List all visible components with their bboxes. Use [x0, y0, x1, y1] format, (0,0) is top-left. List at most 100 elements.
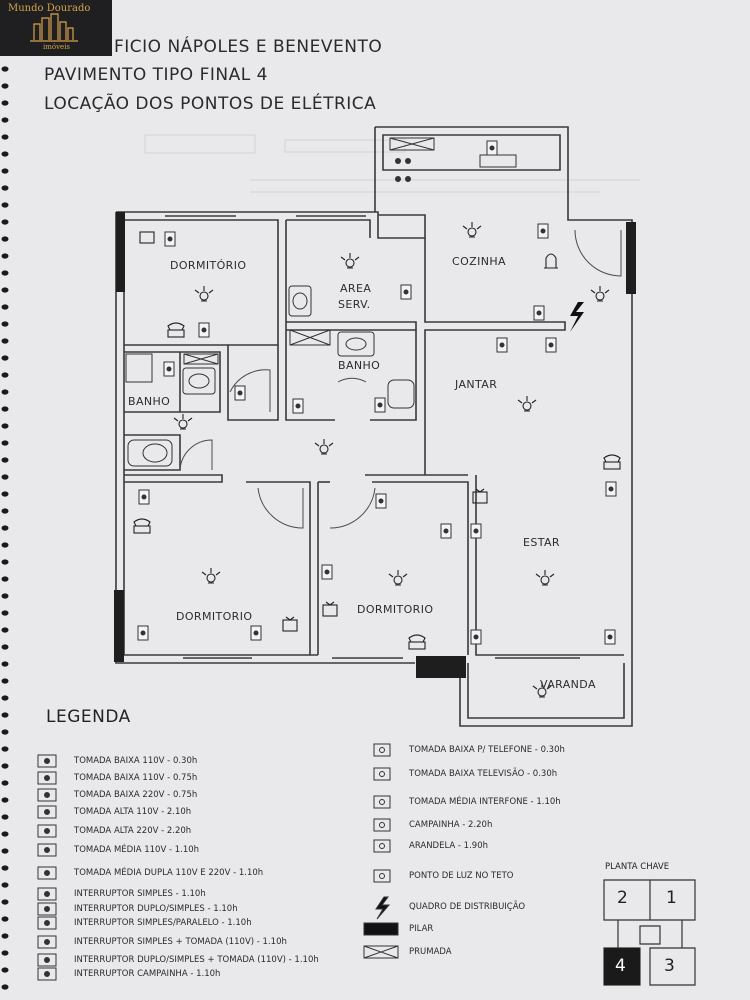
paper-ghost-marks: [144, 134, 640, 193]
room-varanda: VARANDA: [540, 678, 596, 691]
outlet-icon: [375, 493, 387, 509]
fixtures: [125, 137, 517, 467]
ceiling-light-icon: [388, 570, 408, 586]
outlet-icon: [537, 223, 549, 239]
outlet-icons: [137, 140, 617, 645]
room-area-serv-line2: SERV.: [338, 298, 371, 311]
key-plan-label: PLANTA CHAVE: [605, 862, 670, 872]
title-building: FICIO NÁPOLES E BENEVENTO: [114, 37, 383, 57]
legend-item-right: ARANDELA - 1.90h: [409, 841, 488, 851]
legend-symbol-icon: [373, 795, 391, 809]
outlet-icon: [605, 481, 617, 497]
legend-item-left: TOMADA MÉDIA DUPLA 110V E 220V - 1.10h: [74, 868, 264, 878]
outlet-icon: [292, 398, 304, 414]
legend-symbol-icon: [375, 896, 391, 920]
ceiling-light-icons: [173, 222, 610, 698]
phone-icons: [133, 322, 621, 650]
key-plan-unit-1: 1: [666, 888, 677, 908]
ceiling-light-icon: [535, 570, 555, 586]
outlet-icon: [533, 305, 545, 321]
logo-skyline-icon: [30, 13, 78, 42]
room-cozinha: COZINHA: [452, 255, 506, 268]
legend-symbol-icon: [363, 922, 399, 936]
room-estar: ESTAR: [523, 536, 560, 549]
legend-symbol-icon: [37, 967, 57, 981]
legend-symbol-icon: [373, 839, 391, 853]
outlet-icon: [137, 625, 149, 641]
legend-item-right: PRUMADA: [409, 947, 452, 957]
outlet-icon: [400, 284, 412, 300]
legend-item-left: INTERRUPTOR SIMPLES + TOMADA (110V) - 1.…: [74, 937, 287, 947]
legend-title: LEGENDA: [46, 707, 131, 727]
ceiling-light-icon: [462, 222, 482, 238]
outlet-icon: [234, 385, 246, 401]
legend-item-left: INTERRUPTOR DUPLO/SIMPLES + TOMADA (110V…: [74, 955, 319, 965]
spiral-binding: [1, 15, 9, 990]
legend-symbol-icon: [373, 869, 391, 883]
tv-icons: [139, 231, 488, 632]
legend-item-right: PONTO DE LUZ NO TETO: [409, 871, 514, 881]
logo-subtitle: imóveis: [43, 43, 71, 51]
distribution-panel-icon: [570, 302, 584, 332]
legend-symbol-icon: [37, 754, 57, 768]
room-banho-left: BANHO: [128, 395, 171, 408]
legend-item-right: TOMADA BAIXA P/ TELEFONE - 0.30h: [409, 745, 565, 755]
room-dormitorio-bottom-mid: DORMITORIO: [357, 603, 434, 616]
legend-item-right: CAMPAINHA - 2.20h: [409, 820, 493, 830]
key-plan-unit-4: 4: [615, 956, 626, 976]
legend-item-left: TOMADA ALTA 220V - 2.20h: [74, 826, 192, 836]
legend-item-left: TOMADA MÉDIA 110V - 1.10h: [74, 845, 200, 855]
outlet-icon: [163, 361, 175, 377]
room-dormitorio-bottom-left: DORMITORIO: [176, 610, 253, 623]
outlet-icon: [496, 337, 508, 353]
legend-symbol-icon: [37, 805, 57, 819]
ceiling-light-icon: [314, 439, 334, 455]
legend-symbol-icon: [37, 902, 57, 916]
outlet-icon: [374, 397, 386, 413]
stove-burner-icons: [395, 158, 411, 182]
legend-item-right: PILAR: [409, 924, 434, 934]
legend-symbol-icon: [37, 824, 57, 838]
outlet-icon: [486, 140, 498, 156]
outlet-icon: [470, 523, 482, 539]
door-swings: [179, 229, 622, 529]
legend-item-right: TOMADA MÉDIA INTERFONE - 1.10h: [409, 797, 561, 807]
outlet-icon: [138, 489, 150, 505]
legend-item-left: INTERRUPTOR CAMPAINHA - 1.10h: [74, 969, 221, 979]
legend-symbol-icon: [37, 866, 57, 880]
outlet-icon: [440, 523, 452, 539]
room-area-serv-line1: AREA: [340, 282, 372, 295]
legend-symbol-icon: [37, 843, 57, 857]
legend-item-left: INTERRUPTOR SIMPLES - 1.10h: [74, 889, 206, 899]
legend-item-left: TOMADA BAIXA 110V - 0.75h: [74, 773, 198, 783]
legend-item-right: QUADRO DE DISTRIBUIÇÃO: [409, 902, 526, 912]
title-floor: PAVIMENTO TIPO FINAL 4: [44, 65, 268, 85]
logo-name: Mundo Dourado: [8, 3, 91, 14]
legend-symbol-icon: [37, 788, 57, 802]
pillars: [114, 212, 636, 678]
legend-item-right: TOMADA BAIXA TELEVISÃO - 0.30h: [409, 769, 558, 779]
title-subject: LOCAÇÃO DOS PONTOS DE ELÉTRICA: [44, 94, 377, 114]
outlet-icon: [321, 564, 333, 580]
legend-item-left: INTERRUPTOR DUPLO/SIMPLES - 1.10h: [74, 904, 238, 914]
legend-item-left: TOMADA ALTA 110V - 2.10h: [74, 807, 192, 817]
legend-item-left: TOMADA BAIXA 220V - 0.75h: [74, 790, 198, 800]
legend-symbol-icon: [37, 771, 57, 785]
legend-symbol-icon: [37, 953, 57, 967]
legend-item-left: TOMADA BAIXA 110V - 0.30h: [74, 756, 198, 766]
outlet-icon: [470, 629, 482, 645]
logo: Mundo Dourado imóveis: [0, 0, 112, 56]
ceiling-light-icon: [590, 286, 610, 302]
ceiling-light-icon: [173, 414, 193, 430]
legend-symbol-icon: [363, 945, 399, 959]
legend-symbol-icon: [373, 743, 391, 757]
room-dormitorio-top: DORMITÓRIO: [170, 259, 247, 272]
outlet-icon: [545, 337, 557, 353]
legend-item-left: INTERRUPTOR SIMPLES/PARALELO - 1.10h: [74, 918, 252, 928]
outlet-icon: [250, 625, 262, 641]
outlet-icon: [604, 629, 616, 645]
